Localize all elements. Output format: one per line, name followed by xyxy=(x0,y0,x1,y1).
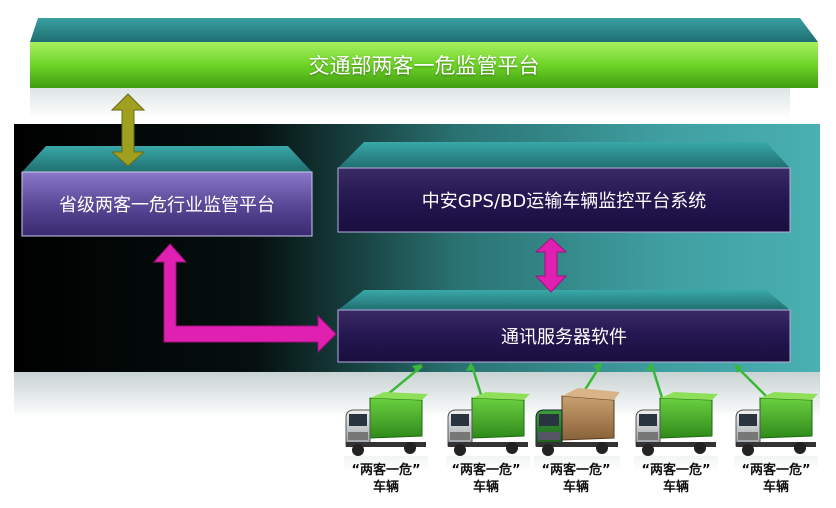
provincial-platform-box xyxy=(21,146,313,237)
zhongan-platform-front xyxy=(337,167,791,233)
zhongan-platform-box xyxy=(337,142,791,233)
comm-server-front xyxy=(337,309,791,363)
top-platform-label: 交通部两客一危监管平台 xyxy=(308,54,540,78)
vehicle-2-label-line2: 车辆 xyxy=(472,480,499,495)
vehicle-3-label: “两客一危” 车辆 xyxy=(530,462,622,496)
vehicle-5-label-line2: 车辆 xyxy=(762,480,789,495)
vehicle-1-label-line1: “两客一危” xyxy=(351,463,421,478)
top-platform xyxy=(30,18,818,118)
magenta-vertical-double-arrow xyxy=(534,237,568,293)
vehicle-4-label-line1: “两客一危” xyxy=(641,463,711,478)
vehicle-2-label: “两客一危” 车辆 xyxy=(440,462,532,496)
vehicle-2-icon xyxy=(446,392,530,472)
vehicle-5-label-line1: “两客一危” xyxy=(741,463,811,478)
olive-double-arrow xyxy=(110,93,146,167)
vehicle-4-label-line2: 车辆 xyxy=(662,480,689,495)
provincial-platform-top-face xyxy=(22,146,312,172)
provincial-platform-front xyxy=(21,171,313,237)
vehicle-4-label: “两客一危” 车辆 xyxy=(630,462,722,496)
vehicle-3-icon xyxy=(534,388,620,472)
vehicle-1-label-line2: 车辆 xyxy=(372,480,399,495)
zhongan-platform-top-face xyxy=(338,142,790,168)
top-platform-reflection xyxy=(30,88,790,118)
top-platform-top-face xyxy=(30,18,818,42)
top-platform-front xyxy=(30,42,818,88)
zhongan-platform-label: 中安GPS/BD运输车辆监控平台系统 xyxy=(421,191,707,212)
magenta-l-arrow xyxy=(152,243,337,354)
vehicle-2-label-line1: “两客一危” xyxy=(451,463,521,478)
comm-server-label: 通讯服务器软件 xyxy=(501,327,627,348)
provincial-platform-label: 省级两客一危行业监管平台 xyxy=(59,195,275,216)
vehicle-3-label-line1: “两客一危” xyxy=(541,463,611,478)
vehicle-3-label-line2: 车辆 xyxy=(562,480,589,495)
comm-server-top-face xyxy=(338,290,790,310)
comm-server-box xyxy=(337,290,791,363)
vehicle-1-label: “两客一危” 车辆 xyxy=(340,462,432,496)
vehicle-1-icon xyxy=(344,392,428,472)
vehicle-4-icon xyxy=(634,392,718,472)
vehicle-5-label: “两客一危” 车辆 xyxy=(730,462,822,496)
vehicle-5-icon xyxy=(734,392,818,472)
